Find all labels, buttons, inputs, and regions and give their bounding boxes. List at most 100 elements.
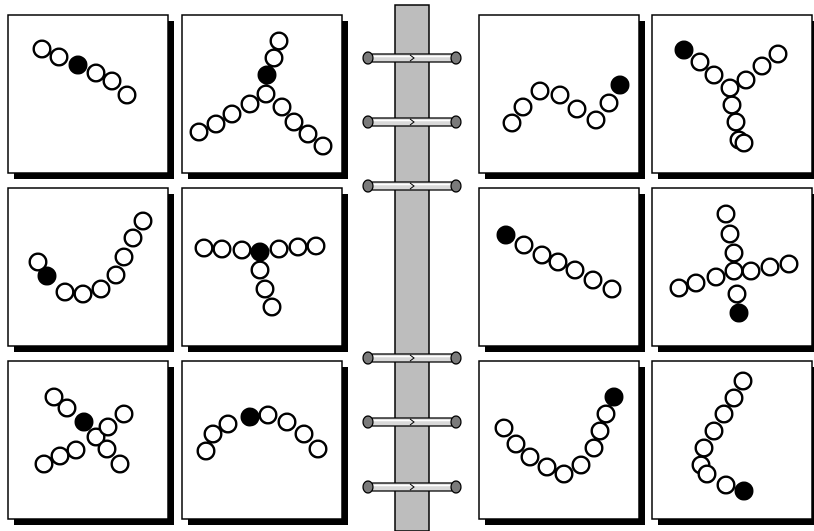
bead-open bbox=[596, 404, 616, 424]
bead-open bbox=[194, 238, 214, 258]
molecule-card bbox=[181, 187, 348, 352]
bead-open bbox=[760, 257, 780, 277]
bead-open bbox=[57, 398, 77, 418]
bead-open bbox=[298, 124, 318, 144]
bead-open bbox=[768, 44, 788, 64]
bead-solid bbox=[37, 266, 57, 286]
binder-ring bbox=[362, 351, 462, 365]
bead-open bbox=[313, 136, 333, 156]
bead-open bbox=[716, 204, 736, 224]
bead-open bbox=[114, 247, 134, 267]
bead-open bbox=[277, 412, 297, 432]
bead-open bbox=[73, 284, 93, 304]
bead-open bbox=[308, 439, 328, 459]
bead-open bbox=[28, 252, 48, 272]
bead-solid bbox=[68, 55, 88, 75]
bead-open bbox=[255, 279, 275, 299]
bead-open bbox=[98, 417, 118, 437]
bead-open bbox=[86, 63, 106, 83]
bead-open bbox=[269, 31, 289, 51]
binder-ring bbox=[362, 51, 462, 65]
bead-open bbox=[288, 237, 308, 257]
bead-open bbox=[34, 454, 54, 474]
bead-solid bbox=[257, 65, 277, 85]
bead-open bbox=[724, 388, 744, 408]
molecule-card bbox=[478, 14, 645, 179]
bead-open bbox=[697, 464, 717, 484]
bead-open bbox=[264, 48, 284, 68]
bead-open bbox=[133, 211, 153, 231]
bead-open bbox=[583, 270, 603, 290]
bead-open bbox=[584, 438, 604, 458]
card-frame bbox=[7, 14, 169, 174]
bead-open bbox=[704, 421, 724, 441]
card-frame bbox=[651, 360, 813, 520]
bead-open bbox=[532, 245, 552, 265]
bead-open bbox=[567, 99, 587, 119]
bead-open bbox=[256, 84, 276, 104]
bead-open bbox=[232, 240, 252, 260]
bead-open bbox=[586, 110, 606, 130]
bead-open bbox=[506, 434, 526, 454]
molecule-card bbox=[7, 360, 174, 525]
bead-open bbox=[554, 464, 574, 484]
bead-open bbox=[258, 405, 278, 425]
bead-solid bbox=[240, 407, 260, 427]
bead-open bbox=[599, 93, 619, 113]
bead-solid bbox=[496, 225, 516, 245]
bead-open bbox=[722, 95, 742, 115]
bead-open bbox=[513, 97, 533, 117]
binder bbox=[362, 4, 462, 531]
bead-open bbox=[694, 438, 714, 458]
bead-open bbox=[50, 446, 70, 466]
bead-open bbox=[716, 475, 736, 495]
binder-ring bbox=[362, 115, 462, 129]
bead-solid bbox=[610, 75, 630, 95]
bead-open bbox=[32, 39, 52, 59]
bead-open bbox=[706, 267, 726, 287]
molecule-card bbox=[651, 14, 814, 179]
molecule-card bbox=[478, 360, 645, 525]
bead-open bbox=[284, 112, 304, 132]
bead-open bbox=[720, 224, 740, 244]
bead-open bbox=[727, 284, 747, 304]
bead-open bbox=[110, 454, 130, 474]
bead-open bbox=[106, 265, 126, 285]
bead-open bbox=[502, 113, 522, 133]
bead-open bbox=[548, 252, 568, 272]
bead-open bbox=[704, 65, 724, 85]
bead-open bbox=[189, 122, 209, 142]
bead-open bbox=[726, 112, 746, 132]
bead-open bbox=[550, 85, 570, 105]
bead-open bbox=[294, 424, 314, 444]
bead-open bbox=[66, 440, 86, 460]
bead-open bbox=[262, 297, 282, 317]
bead-open bbox=[196, 441, 216, 461]
bead-open bbox=[537, 457, 557, 477]
bead-open bbox=[44, 387, 64, 407]
bead-solid bbox=[74, 412, 94, 432]
binder-ring bbox=[362, 179, 462, 193]
molecule-card bbox=[7, 187, 174, 352]
bead-open bbox=[514, 235, 534, 255]
bead-open bbox=[86, 427, 106, 447]
binder-ring bbox=[362, 480, 462, 494]
bead-open bbox=[212, 239, 232, 259]
bead-open bbox=[720, 78, 740, 98]
bead-open bbox=[91, 279, 111, 299]
bead-open bbox=[724, 261, 744, 281]
bead-solid bbox=[734, 481, 754, 501]
bead-open bbox=[669, 278, 689, 298]
binder-ring bbox=[362, 415, 462, 429]
bead-open bbox=[269, 239, 289, 259]
bead-open bbox=[55, 282, 75, 302]
bead-open bbox=[741, 261, 761, 281]
bead-open bbox=[520, 447, 540, 467]
bead-open bbox=[203, 424, 223, 444]
bead-open bbox=[752, 56, 772, 76]
bead-open bbox=[590, 421, 610, 441]
bead-solid bbox=[674, 40, 694, 60]
bead-open bbox=[530, 81, 550, 101]
binder-spine bbox=[394, 4, 430, 531]
